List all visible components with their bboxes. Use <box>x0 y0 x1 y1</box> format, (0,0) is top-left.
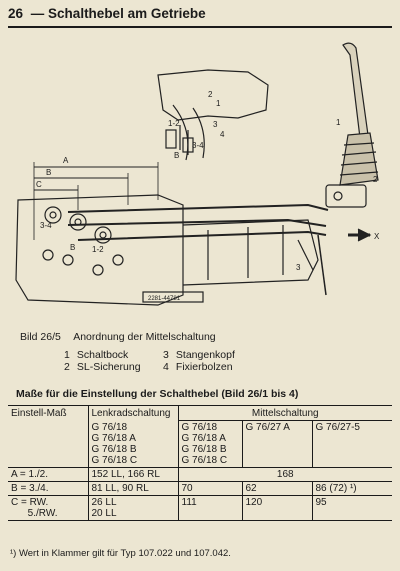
cell-mittel-2: 62 <box>241 481 312 496</box>
legend-item: 2 SL-Sicherung <box>64 361 141 373</box>
lever-boot <box>339 132 379 186</box>
cell-mittel-3: 86 (72) ¹) <box>311 481 393 496</box>
dim-label-c: C <box>36 180 42 189</box>
caption-text: Anordnung der Mittelschaltung <box>73 331 216 343</box>
mittel-types-2: G 76/27 A <box>241 420 312 468</box>
callout-2: 2 <box>208 90 213 99</box>
row-label: C = RW. 5./RW. <box>8 495 88 521</box>
callout-4: 4 <box>220 130 225 139</box>
cell-lenkrad: 81 LL, 90 RL <box>87 481 178 496</box>
page-header: 26 — Schalthebel am Getriebe <box>8 6 392 24</box>
row-label: A = 1./2. <box>8 467 88 482</box>
header-rule <box>8 26 392 28</box>
header-lenkrad: Lenkradschaltung <box>87 405 178 421</box>
legend-item: 1 Schaltbock <box>64 349 129 361</box>
callout-lever-2: 2 <box>373 175 378 184</box>
dim-label-a: A <box>63 156 69 165</box>
row-label: B = 3./4. <box>8 481 88 496</box>
figure-stamp: 2281-44781 <box>148 296 181 302</box>
callout-b-top: B <box>174 151 179 160</box>
arrow-x-label: X <box>374 232 380 241</box>
footnote: ¹) Wert in Klammer gilt für Typ 107.022 … <box>10 548 231 559</box>
cell-lenkrad: 152 LL, 166 RL <box>87 467 178 482</box>
mittel-types-1: G 76/18 G 76/18 A G 76/18 B G 76/18 C <box>177 420 242 468</box>
caption-label: Bild 26/5 <box>20 331 61 343</box>
shift-housing-top <box>157 69 269 121</box>
cell-mittel-1: 111 <box>177 495 242 521</box>
section-number: 26 <box>8 6 24 21</box>
shift-bracket <box>325 184 367 208</box>
cell-mittel-merged: 168 <box>177 467 393 482</box>
mittel-types-3: G 76/27-5 <box>311 420 393 468</box>
dim-label-b: B <box>46 168 51 177</box>
callout-1: 1 <box>216 99 221 108</box>
gearshift-drawing: A B C 1 2 3 4 3-4 1-2 B 1 2 X 3 B 3-4 1-… <box>15 42 380 306</box>
cell-mittel-3: 95 <box>311 495 393 521</box>
cell-mittel-2: 120 <box>241 495 312 521</box>
callout-lever-1: 1 <box>336 118 341 127</box>
gate-34-side: 3-4 <box>40 221 52 230</box>
header-einstell: Einstell-Maß <box>8 405 88 421</box>
figure-caption: Bild 26/5 Anordnung der Mittelschaltung <box>20 331 216 343</box>
gate-12-side: 1-2 <box>92 245 104 254</box>
gate-12-top: 1-2 <box>168 119 180 128</box>
legend-item: 3 Stangenkopf <box>163 349 235 361</box>
gate-34-top: 3-4 <box>192 141 204 150</box>
transmission-housing <box>15 194 184 306</box>
cell-lenkrad: 26 LL 20 LL <box>87 495 178 521</box>
settings-table: Einstell-Maß Lenkradschaltung Mittelscha… <box>8 405 393 521</box>
parts-legend: 1 Schaltbock 3 Stangenkopf 2 SL-Sicherun… <box>64 349 235 373</box>
header-mittel: Mittelschaltung <box>177 405 393 421</box>
callout-rod-3: 3 <box>296 263 301 272</box>
callout-b-side: B <box>70 243 75 252</box>
table-title: Maße für die Einstellung der Schalthebel… <box>16 388 299 400</box>
cell-mittel-1: 70 <box>177 481 242 496</box>
callout-3: 3 <box>213 120 218 129</box>
legend-item: 4 Fixierbolzen <box>163 361 233 373</box>
lenkrad-types: G 76/18 G 76/18 A G 76/18 B G 76/18 C <box>87 420 178 468</box>
section-title: — Schalthebel am Getriebe <box>30 6 206 21</box>
shift-lever-knob <box>342 42 369 139</box>
